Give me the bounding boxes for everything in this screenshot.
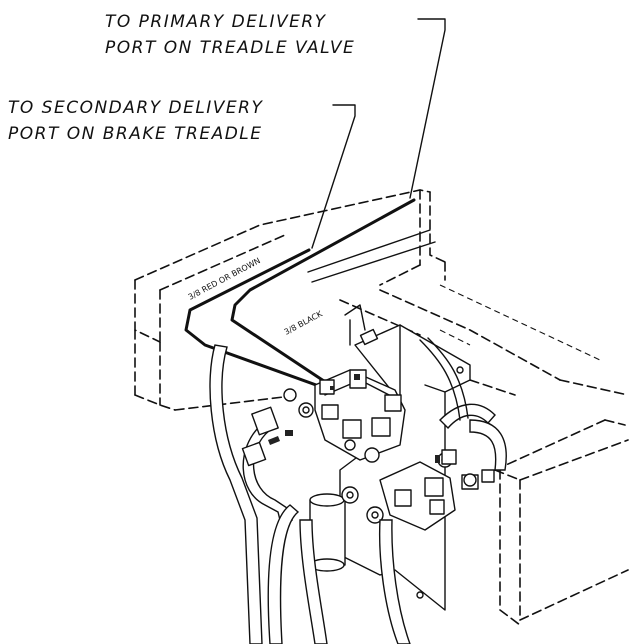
reservoir-canister [309,486,359,572]
secondary-leader-line [311,104,356,249]
secondary-delivery-callout: TO SECONDARY DELIVERY PORT ON BRAKE TREA… [8,98,356,249]
secondary-callout-line1: TO SECONDARY DELIVERY [8,98,263,118]
primary-callout-line1: TO PRIMARY DELIVERY [105,12,327,32]
primary-delivery-callout: TO PRIMARY DELIVERY PORT ON TREADLE VALV… [105,12,446,199]
primary-callout-line2: PORT ON TREADLE VALVE [105,38,355,58]
secondary-callout-line2: PORT ON BRAKE TREADLE [8,124,263,144]
valve-assembly-lower [366,452,495,531]
black-line-label: 3/8 BLACK [283,309,325,337]
valve-assembly-upper [298,369,406,463]
hoses-left [209,344,328,644]
mounting-bracket [339,324,471,611]
hoses-right [378,337,507,644]
primary-leader-line [409,18,446,199]
air-tubing [184,198,436,397]
phantom-frame-outline [134,189,629,626]
fittings [283,328,457,465]
